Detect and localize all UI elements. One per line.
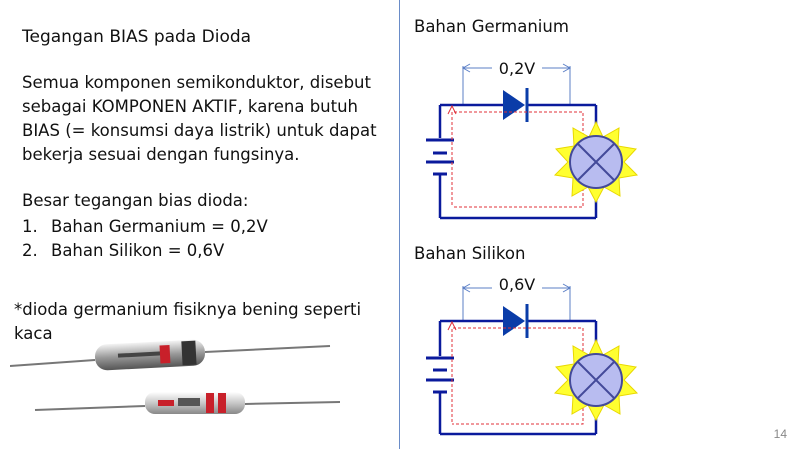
voltage-dimension: 0,6V [461,275,572,322]
germanium-note: *dioda germanium fisiknya bening seperti… [14,300,362,343]
list-number: 2. [22,241,38,260]
diode-symbol [503,304,529,338]
lamp-symbol [553,338,639,422]
bias-list: 1. Bahan Germanium = 0,2V 2. Bahan Silik… [22,215,268,263]
battery-symbol [426,356,454,394]
slide-title: Tegangan BIAS pada Dioda [22,27,252,47]
germanium-label: Bahan Germanium [414,17,569,36]
lamp-symbol [553,120,639,204]
current-flow-arrow [447,104,584,208]
intro-paragraph: Semua komponen semikonduktor, disebut se… [22,73,377,164]
voltage-dimension: 0,2V [461,59,572,106]
germanium-circuit: 0,2V [426,59,639,220]
column-divider [399,0,400,449]
silicon-label: Bahan Silikon [414,244,526,263]
page-number: 14 [773,427,787,441]
diode-photo [10,339,340,414]
list-text: Bahan Germanium = 0,2V [51,217,268,236]
list-item: 2. Bahan Silikon = 0,6V [22,239,268,263]
silicon-circuit: 0,6V [426,275,639,436]
silicon-diode-image [34,392,340,414]
diode-symbol [503,88,529,122]
list-item: 1. Bahan Germanium = 0,2V [22,215,268,239]
battery-symbol [426,138,454,176]
voltage-label: 0,6V [499,275,535,294]
bias-heading: Besar tegangan bias dioda: [22,191,249,210]
current-flow-arrow [447,320,584,425]
list-text: Bahan Silikon = 0,6V [51,241,225,260]
germanium-diode-image [10,339,331,371]
list-number: 1. [22,217,38,236]
voltage-label: 0,2V [499,59,535,78]
